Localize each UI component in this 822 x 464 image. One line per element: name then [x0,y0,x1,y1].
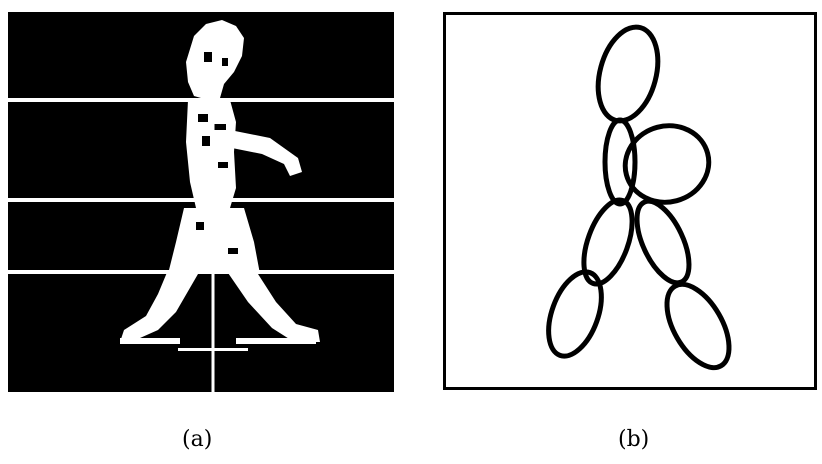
right-shin-ellipse [664,281,732,371]
caption-a: (a) [182,427,213,452]
body-part-ellipses [546,24,732,371]
caption-b: (b) [618,427,650,452]
horizontal-grid-lines [8,98,394,274]
left-shin-ellipse [546,269,604,359]
arm-ellipse [622,123,712,205]
panel-b-ellipse-model [443,12,817,390]
silhouette-figure [8,12,394,392]
left-thigh-ellipse [581,197,635,287]
silhouette-texture [188,52,238,304]
panel-frame [443,12,817,390]
torso-ellipse [602,117,638,207]
panel-a-binary-silhouette [8,12,394,392]
ellipse-figure [443,12,817,390]
